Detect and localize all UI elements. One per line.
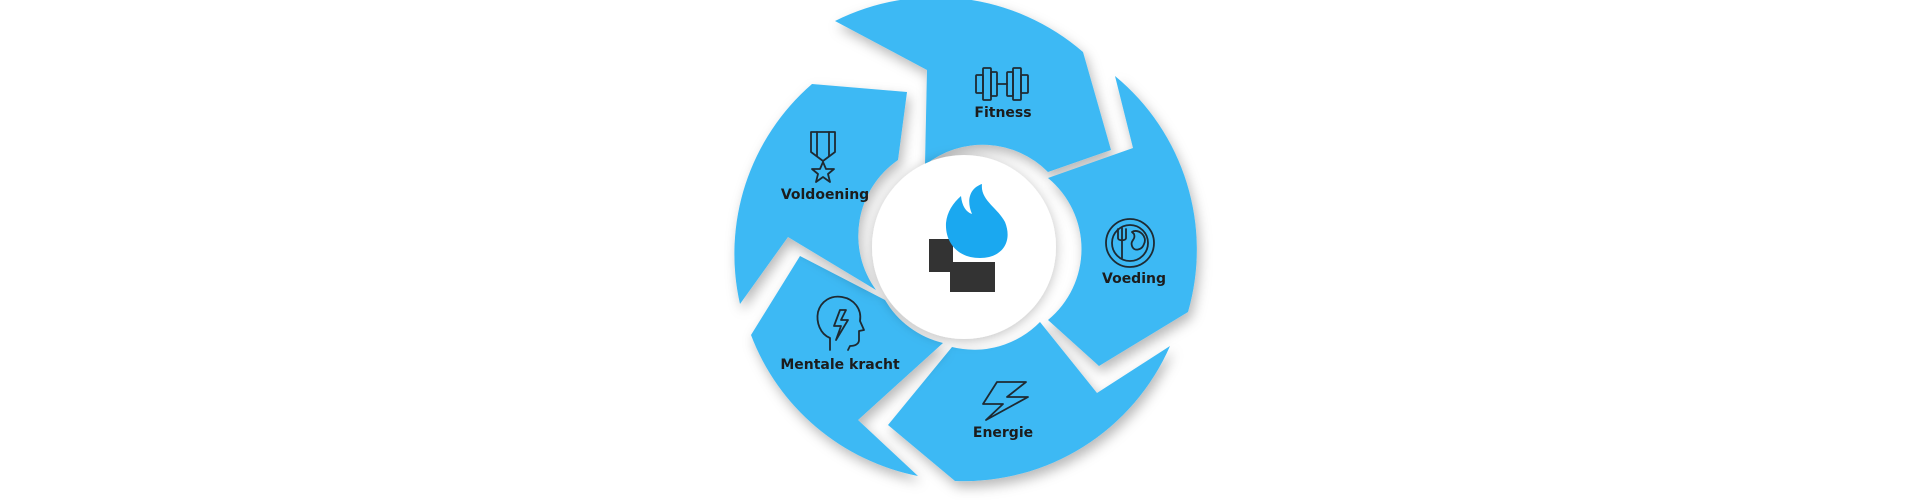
segment-label-energie: Energie <box>973 425 1033 441</box>
segment-label-fitness: Fitness <box>974 105 1031 121</box>
segment-energie <box>888 322 1170 482</box>
head-lightning-icon <box>816 295 865 351</box>
segment-label-mentale-kracht: Mentale kracht <box>780 357 900 373</box>
food-plate-icon <box>1105 218 1155 268</box>
logo-block-left <box>929 239 953 272</box>
segment-voldoening-shape <box>734 84 907 304</box>
segment-voldoening <box>734 84 907 304</box>
segment-fitness-shape <box>835 0 1111 172</box>
logo-block-main <box>950 262 995 292</box>
segment-mentale-kracht <box>751 256 943 476</box>
segment-fitness <box>835 0 1111 172</box>
flame-logo-icon <box>929 184 1008 292</box>
medal-icon <box>810 131 836 183</box>
segment-mentale-kracht-shape <box>751 256 943 476</box>
dumbbell-icon <box>975 67 1029 101</box>
segment-energie-shape <box>888 322 1170 482</box>
logo-flame <box>945 184 1008 258</box>
segment-label-voeding: Voeding <box>1102 271 1166 287</box>
segment-label-voldoening: Voldoening <box>781 187 869 203</box>
lightning-bolt-icon <box>982 381 1029 421</box>
